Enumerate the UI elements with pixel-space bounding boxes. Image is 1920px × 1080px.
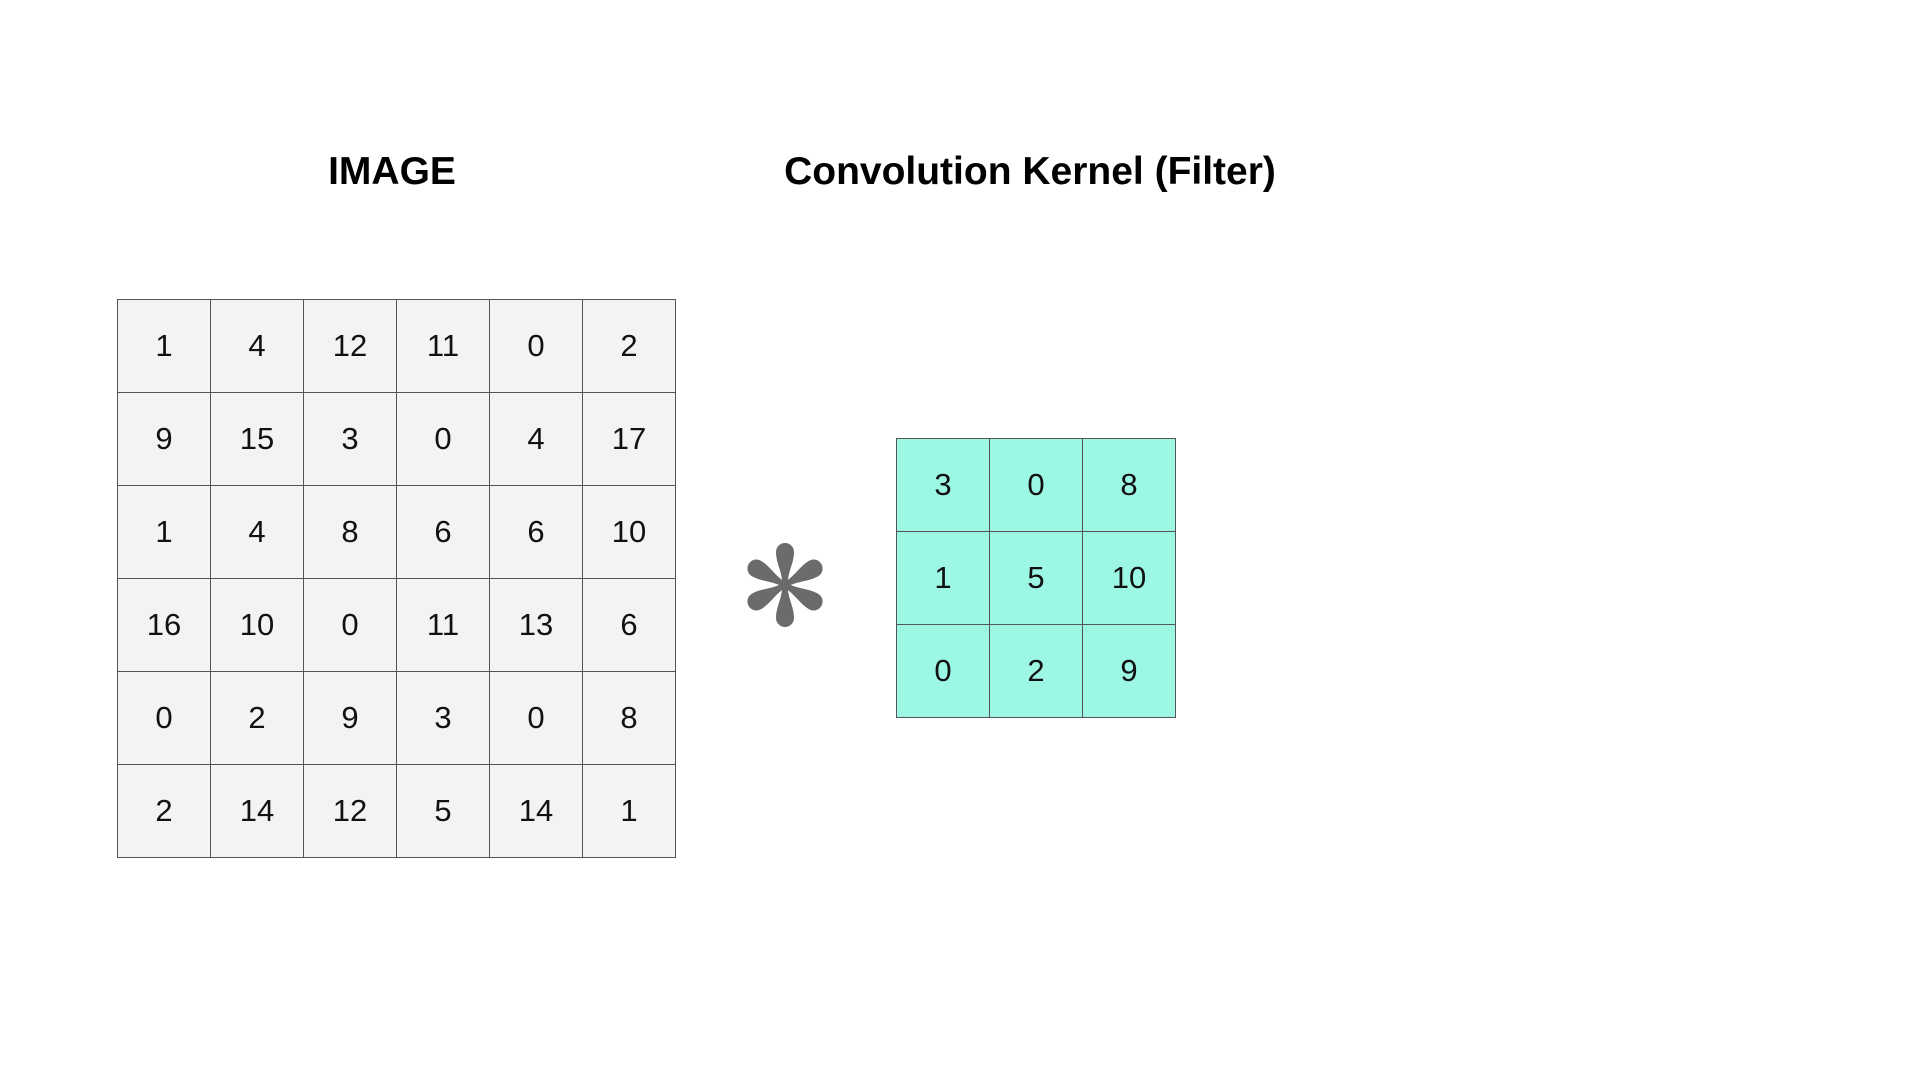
asterisk-convolution-icon xyxy=(747,543,823,627)
image-title: IMAGE xyxy=(328,150,456,193)
image-cell-r6-c1: 2 xyxy=(118,765,211,858)
image-cell-r2-c5: 4 xyxy=(490,393,583,486)
image-cell-r6-c5: 14 xyxy=(490,765,583,858)
asterisk-arm xyxy=(747,559,787,588)
image-cell-r3-c6: 10 xyxy=(583,486,676,579)
kernel-cell-r3-c2: 2 xyxy=(990,625,1083,718)
image-cell-r2-c3: 3 xyxy=(304,393,397,486)
image-cell-r3-c3: 8 xyxy=(304,486,397,579)
image-cell-r3-c4: 6 xyxy=(397,486,490,579)
image-cell-r3-c1: 1 xyxy=(118,486,211,579)
kernel-cell-r3-c1: 0 xyxy=(897,625,990,718)
kernel-cell-r2-c1: 1 xyxy=(897,532,990,625)
image-cell-r5-c3: 9 xyxy=(304,672,397,765)
image-cell-r2-c1: 9 xyxy=(118,393,211,486)
image-cell-r4-c3: 0 xyxy=(304,579,397,672)
kernel-cell-r1-c3: 8 xyxy=(1083,439,1176,532)
asterisk-arm xyxy=(783,559,823,588)
image-cell-r1-c1: 1 xyxy=(118,300,211,393)
image-cell-r4-c5: 13 xyxy=(490,579,583,672)
image-cell-r4-c1: 16 xyxy=(118,579,211,672)
image-cell-r2-c4: 0 xyxy=(397,393,490,486)
image-cell-r5-c6: 8 xyxy=(583,672,676,765)
image-cell-r1-c3: 12 xyxy=(304,300,397,393)
kernel-cell-r1-c2: 0 xyxy=(990,439,1083,532)
image-cell-r5-c5: 0 xyxy=(490,672,583,765)
image-cell-r6-c3: 12 xyxy=(304,765,397,858)
kernel-title: Convolution Kernel (Filter) xyxy=(784,150,1276,193)
image-cell-r1-c6: 2 xyxy=(583,300,676,393)
asterisk-hub xyxy=(779,579,791,591)
image-cell-r2-c2: 15 xyxy=(211,393,304,486)
kernel-cell-r1-c1: 3 xyxy=(897,439,990,532)
image-cell-r5-c1: 0 xyxy=(118,672,211,765)
image-cell-r5-c2: 2 xyxy=(211,672,304,765)
asterisk-arm xyxy=(776,585,794,627)
image-cell-r4-c4: 11 xyxy=(397,579,490,672)
kernel-cell-r2-c2: 5 xyxy=(990,532,1083,625)
image-cell-r1-c5: 0 xyxy=(490,300,583,393)
image-cell-r6-c2: 14 xyxy=(211,765,304,858)
image-cell-r3-c2: 4 xyxy=(211,486,304,579)
image-cell-r4-c6: 6 xyxy=(583,579,676,672)
image-cell-r1-c2: 4 xyxy=(211,300,304,393)
image-cell-r6-c6: 1 xyxy=(583,765,676,858)
asterisk-arm xyxy=(783,582,823,611)
image-cell-r2-c6: 17 xyxy=(583,393,676,486)
image-cell-r6-c4: 5 xyxy=(397,765,490,858)
image-cell-r4-c2: 10 xyxy=(211,579,304,672)
kernel-cell-r3-c3: 9 xyxy=(1083,625,1176,718)
asterisk-arm xyxy=(776,543,794,585)
image-cell-r5-c4: 3 xyxy=(397,672,490,765)
asterisk-arm xyxy=(747,582,787,611)
image-cell-r1-c4: 11 xyxy=(397,300,490,393)
image-cell-r3-c5: 6 xyxy=(490,486,583,579)
kernel-cell-r2-c3: 10 xyxy=(1083,532,1176,625)
